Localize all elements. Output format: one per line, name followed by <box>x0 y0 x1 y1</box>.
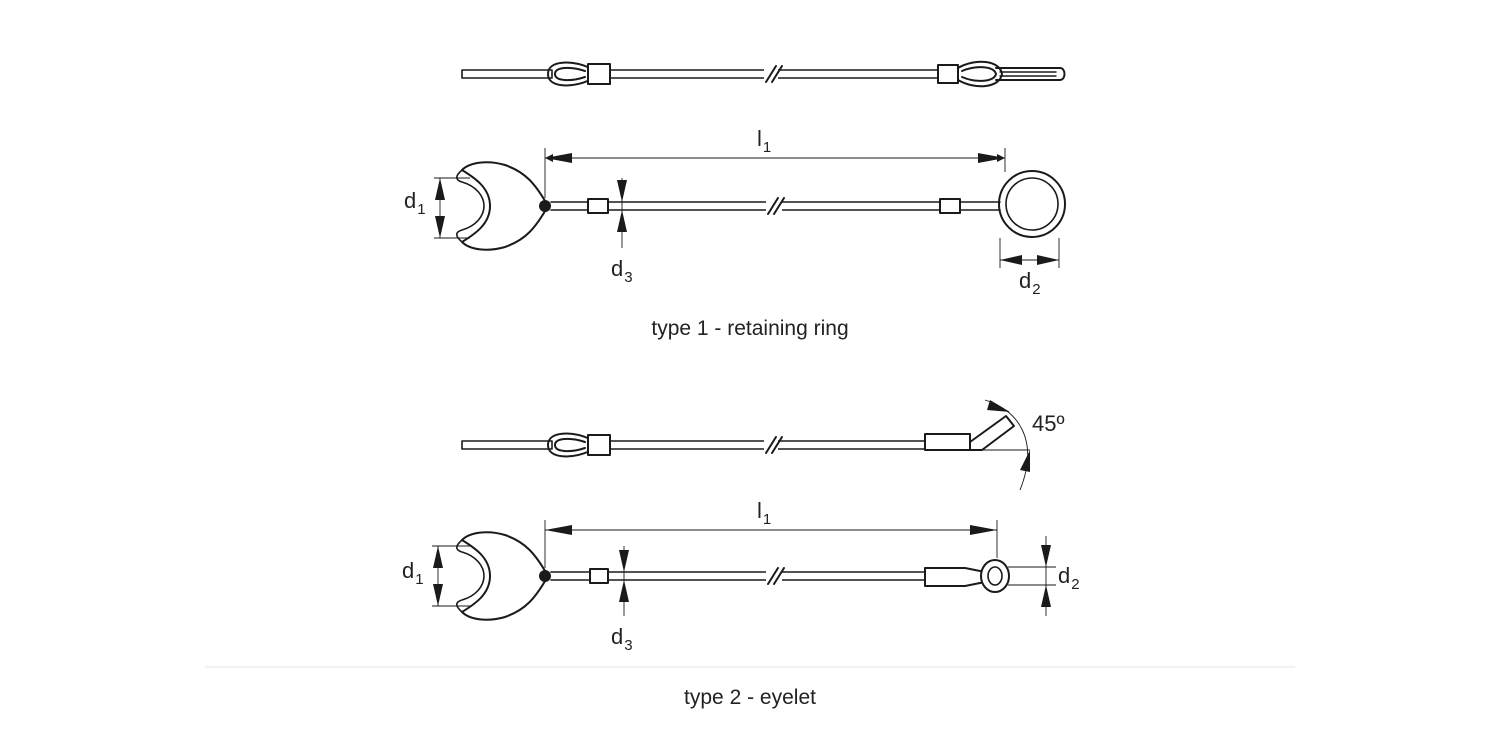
type2-cable-label: d3 <box>611 624 633 654</box>
type2-plan-view <box>432 520 1056 621</box>
type2-eyelet-label: d2 <box>1058 563 1080 593</box>
type2-clip-opening-label: d1 <box>402 558 424 588</box>
type2-caption: type 2 - eyelet <box>684 686 816 709</box>
type1-caption: type 1 - retaining ring <box>651 317 848 340</box>
type1-plan-view <box>434 148 1066 268</box>
type1-cable-label: d3 <box>611 256 633 286</box>
type1-side-view <box>461 60 1066 88</box>
type2-side-view <box>461 399 1030 491</box>
type1-length-label: l1 <box>757 126 771 156</box>
type2-length-label: l1 <box>757 498 771 528</box>
type1-clip-opening-label: d1 <box>404 188 426 218</box>
type2-angle-label: 45º <box>1032 411 1065 436</box>
type1-ring-label: d2 <box>1019 268 1041 298</box>
